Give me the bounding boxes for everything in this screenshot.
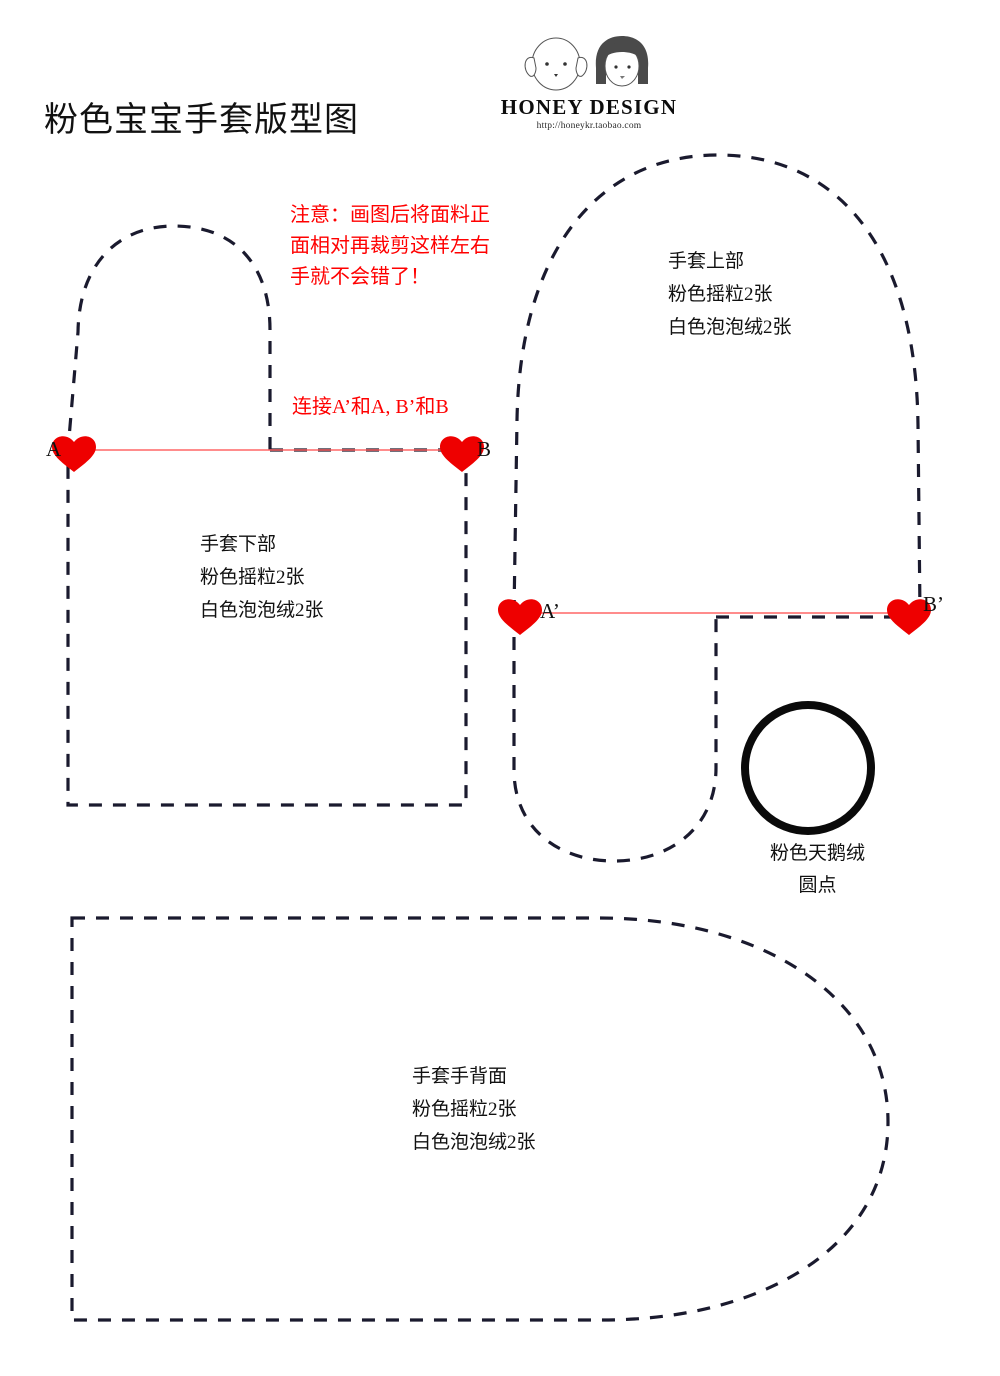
piece-label-upper-fabric2: 白色泡泡绒2张 [668,317,792,338]
piece-label-dot-name: 粉色天鹅绒 [770,843,866,864]
marker-heart-a [52,436,96,472]
marker-heart-b-prime [887,599,931,635]
girl-face-icon [595,36,649,87]
piece-outline-upper-glove [512,153,922,863]
brand-name: HONEY DESIGN [500,95,678,119]
warning-note: 注意：画图后将面料正 面相对再裁剪这样左右 手就不会错了！ [290,200,490,293]
piece-label-back-name: 手套手背面 [412,1066,508,1087]
piece-label-back-fabric1: 粉色摇粒2张 [412,1099,517,1120]
point-label-a-prime: A’ [540,599,560,623]
brand-logo: HONEY DESIGN http://honeykr.taobao.com [484,34,694,131]
logo-faces [484,34,694,94]
piece-label-back-fabric2: 白色泡泡绒2张 [412,1132,536,1153]
dog-face-icon [524,37,588,91]
piece-label-velvet-dot: 粉色天鹅绒 圆点 [770,838,865,902]
brand-url: http://honeykr.taobao.com [536,121,642,131]
point-label-b: B [477,437,492,461]
logo-illustration [524,36,649,91]
piece-outline-lower-glove [66,224,468,807]
marker-heart-a-prime [498,599,542,635]
piece-outline-glove-back [70,916,890,1322]
piece-label-lower-fabric1: 粉色摇粒2张 [200,567,305,588]
piece-label-glove-back: 手套手背面 粉色摇粒2张 白色泡泡绒2张 [412,1060,536,1159]
piece-label-upper-fabric1: 粉色摇粒2张 [668,284,773,305]
page-title: 粉色宝宝手套版型图 [44,102,359,139]
piece-label-dot-name2: 圆点 [798,875,837,896]
piece-label-lower-fabric2: 白色泡泡绒2张 [200,600,324,621]
piece-outline-velvet-dot [741,701,875,835]
piece-label-lower-name: 手套下部 [200,534,277,555]
warning-note-line1: 注意：画图后将面料正 [290,204,490,226]
point-label-a: A [46,437,62,461]
piece-label-lower-glove: 手套下部 粉色摇粒2张 白色泡泡绒2张 [200,528,324,627]
warning-note-line3: 手就不会错了！ [290,266,430,288]
piece-label-upper-name: 手套上部 [668,251,745,272]
warning-note-line2: 面相对再裁剪这样左右 [290,235,490,257]
marker-heart-b [440,436,484,472]
point-label-b-prime: B’ [923,592,944,616]
piece-label-upper-glove: 手套上部 粉色摇粒2张 白色泡泡绒2张 [668,245,792,344]
connect-note: 连接A’和A, B’和B [292,396,449,418]
